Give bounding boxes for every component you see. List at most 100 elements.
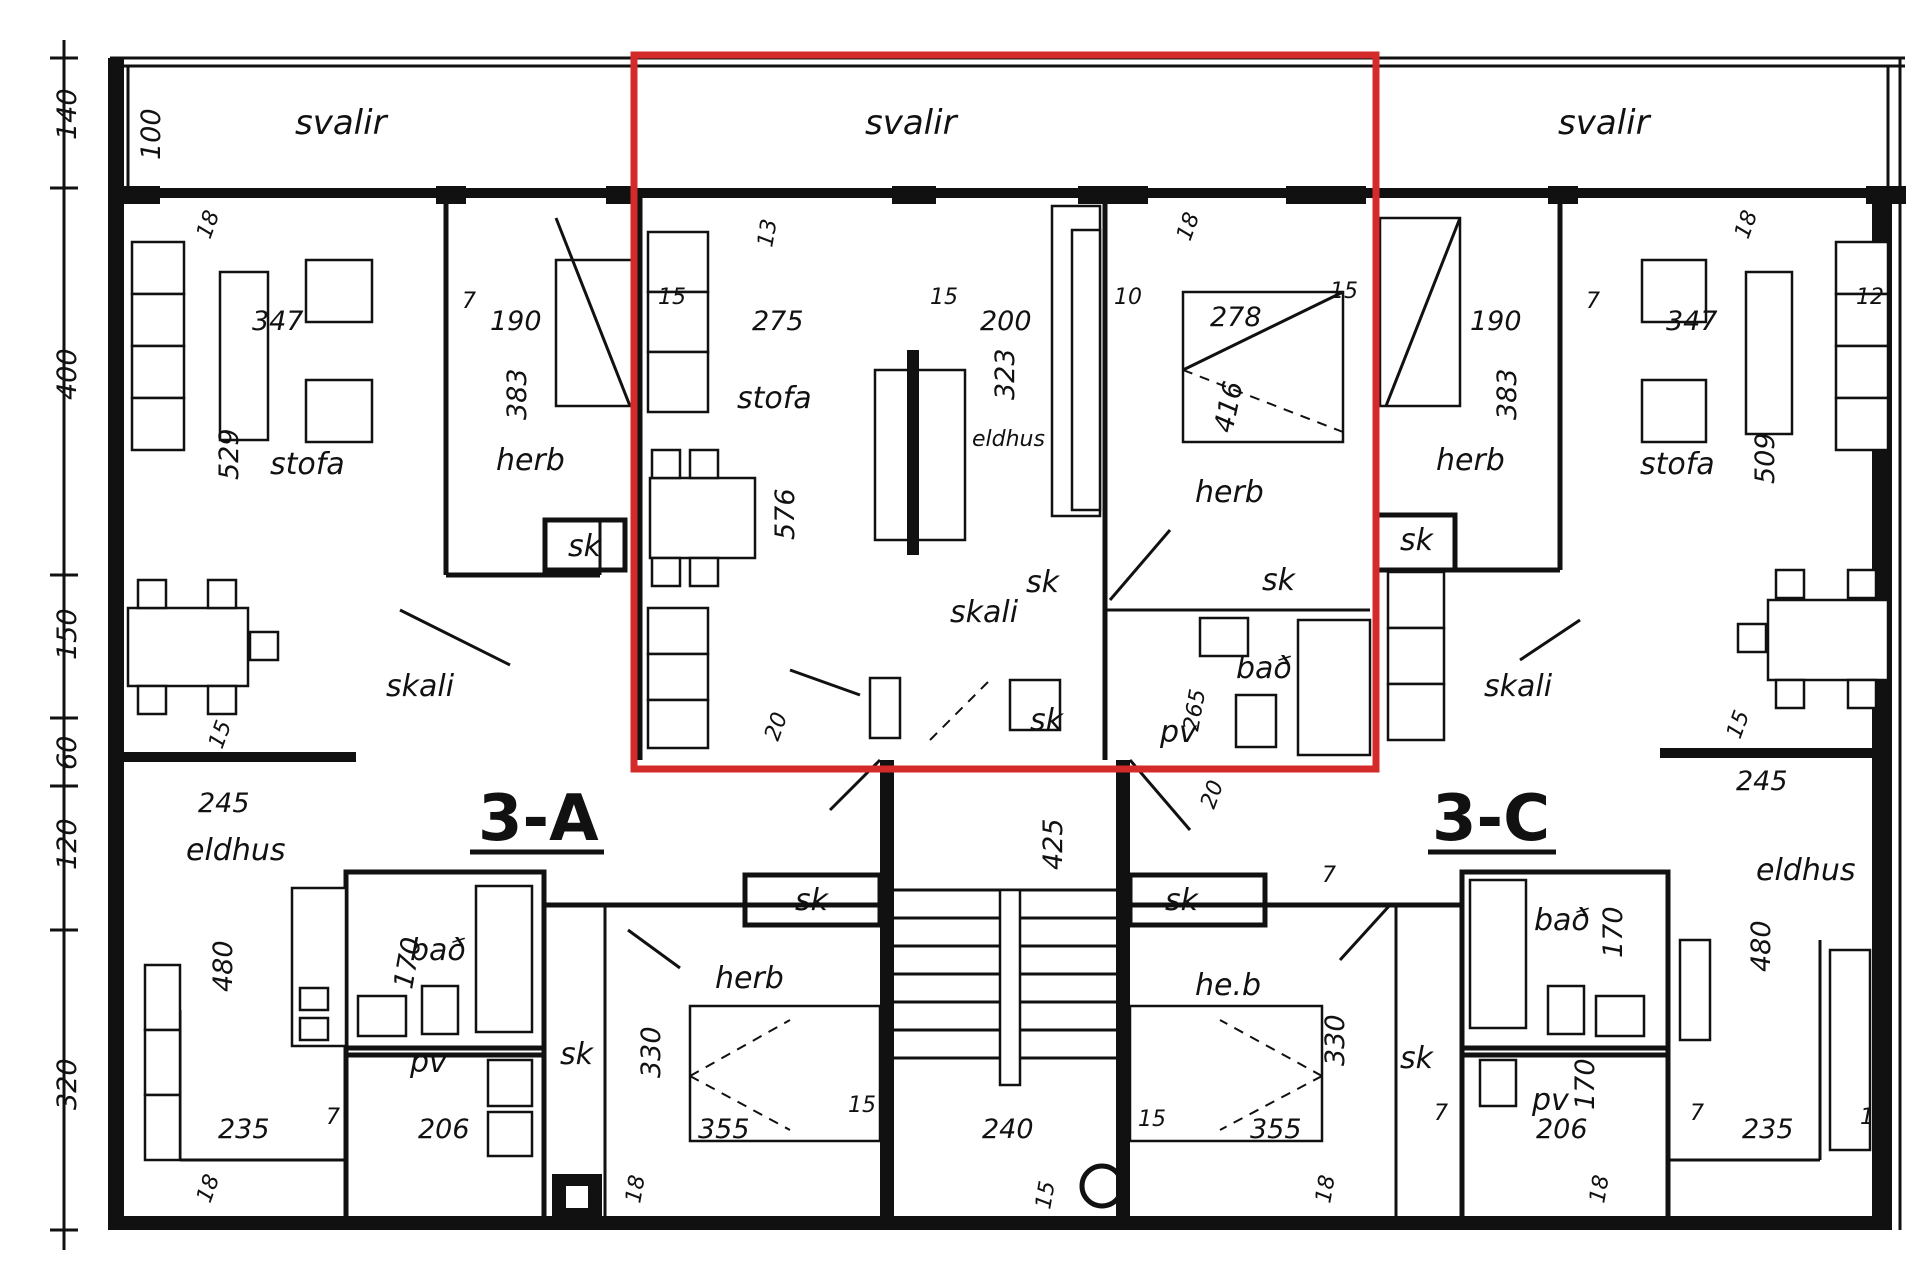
unit-labels: 3-A 3-C [470, 782, 1556, 856]
label-skali-right: skali [1484, 669, 1553, 704]
dim-label: 330 [1320, 1014, 1351, 1066]
dim-label: 245 [198, 788, 250, 819]
dim-label: 60 [52, 736, 83, 770]
dim-label: 100 [136, 108, 167, 160]
label-sk: sk [1262, 563, 1297, 598]
dim-label: 347 [252, 306, 304, 337]
label-eldhus-mid: eldhus [972, 427, 1045, 452]
dim-label: 10 [1114, 285, 1142, 310]
dim-label: 12 [1860, 1105, 1888, 1130]
label-herb-right-top: herb [1436, 443, 1505, 478]
label-eldhus-left: eldhus [186, 833, 286, 868]
dim-label: 15 [848, 1093, 876, 1118]
dim-label: 190 [490, 306, 542, 337]
dim-label: 18 [192, 207, 225, 242]
label-bad-left: bað [410, 933, 466, 968]
dim-label: 245 [1736, 766, 1788, 797]
label-sk: sk [1030, 703, 1065, 738]
dim-label: 355 [1250, 1114, 1302, 1145]
dim-label: 18 [1172, 209, 1205, 244]
dim-label: 7 [1434, 1101, 1448, 1126]
label-herb-mid-top: herb [1195, 475, 1264, 510]
dim-label: 355 [698, 1114, 750, 1145]
label-sk: sk [568, 529, 603, 564]
label-svalir-right: svalir [1558, 103, 1652, 143]
dimension-ticks [50, 40, 78, 1250]
dim-label: 7 [462, 289, 476, 314]
room-labels: svalir svalir svalir stofa stofa stofa h… [186, 103, 1856, 1118]
furniture [126, 204, 1890, 1162]
dim-label: 15 [204, 717, 237, 752]
dim-label: 7 [1586, 289, 1600, 314]
dim-label: 206 [1536, 1114, 1588, 1145]
label-eldhus-right: eldhus [1756, 853, 1856, 888]
dim-label: 190 [1470, 306, 1522, 337]
dim-label: 200 [980, 306, 1032, 337]
dim-label: 480 [208, 940, 239, 992]
dim-label: 140 [52, 88, 83, 140]
label-stofa-mid: stofa [737, 381, 812, 416]
dim-label: 15 [1330, 279, 1358, 304]
dim-label: 18 [621, 1173, 650, 1205]
dim-label: 509 [1750, 432, 1781, 484]
label-sk: sk [1026, 565, 1061, 600]
label-herb-right-bottom: he.b [1195, 968, 1261, 1003]
dim-label: 323 [990, 348, 1021, 400]
label-bad-mid: bað [1236, 651, 1292, 686]
label-sk: sk [560, 1037, 595, 1072]
dim-label: 240 [982, 1114, 1034, 1145]
label-sk: sk [1400, 523, 1435, 558]
dimension-labels: 140 100 400 150 60 120 320 347 347 529 5… [52, 88, 1888, 1211]
dim-label: 15 [1138, 1107, 1166, 1132]
label-sk: sk [1165, 883, 1200, 918]
dim-label: 170 [1570, 1058, 1601, 1110]
label-skali-left: skali [386, 669, 455, 704]
dim-label: 18 [1730, 207, 1763, 242]
unit-label-3a: 3-A [478, 782, 599, 856]
label-svalir-mid: svalir [865, 103, 959, 143]
dim-label: 206 [418, 1114, 470, 1145]
label-stofa-right: stofa [1640, 447, 1715, 482]
label-stofa-left: stofa [270, 447, 345, 482]
label-pv-mid: pv [1159, 715, 1198, 750]
dim-label: 383 [1492, 368, 1523, 420]
dim-label: 347 [1666, 306, 1718, 337]
dim-label: 15 [658, 285, 686, 310]
dim-label: 15 [930, 285, 958, 310]
dim-label: 320 [52, 1058, 83, 1110]
unit-label-3c: 3-C [1432, 782, 1550, 856]
dim-label: 235 [218, 1114, 270, 1145]
dim-label: 18 [192, 1171, 225, 1206]
dim-label: 529 [214, 428, 245, 480]
dim-label: 13 [753, 217, 782, 249]
dim-label: 12 [1856, 285, 1884, 310]
dim-label: 18 [1585, 1173, 1614, 1205]
dim-label: 330 [636, 1026, 667, 1078]
label-svalir-left: svalir [295, 103, 389, 143]
dim-label: 120 [52, 818, 83, 870]
highlight-box [630, 51, 1380, 773]
dim-label: 7 [1690, 1101, 1704, 1126]
label-skali-mid: skali [950, 595, 1019, 630]
dim-label: 7 [326, 1105, 340, 1130]
dim-label: 576 [770, 488, 801, 540]
dim-label: 235 [1742, 1114, 1794, 1145]
dim-label: 170 [1598, 906, 1629, 958]
label-sk: sk [1400, 1041, 1435, 1076]
label-bad-right: bað [1534, 903, 1590, 938]
dim-label: 20 [760, 709, 793, 744]
label-sk: sk [795, 883, 830, 918]
dim-label: 18 [1311, 1173, 1340, 1205]
dim-label: 7 [1322, 863, 1336, 888]
dim-label: 20 [1196, 777, 1229, 812]
label-herb-left-top: herb [496, 443, 565, 478]
label-pv-right: pv [1531, 1083, 1570, 1118]
dim-label: 15 [1031, 1179, 1060, 1211]
dim-label: 150 [52, 608, 83, 660]
dim-label: 265 [1179, 687, 1211, 733]
dim-label: 278 [1210, 302, 1262, 333]
dim-label: 275 [752, 306, 804, 337]
dim-label: 170 [388, 935, 427, 991]
dim-label: 383 [502, 368, 533, 420]
